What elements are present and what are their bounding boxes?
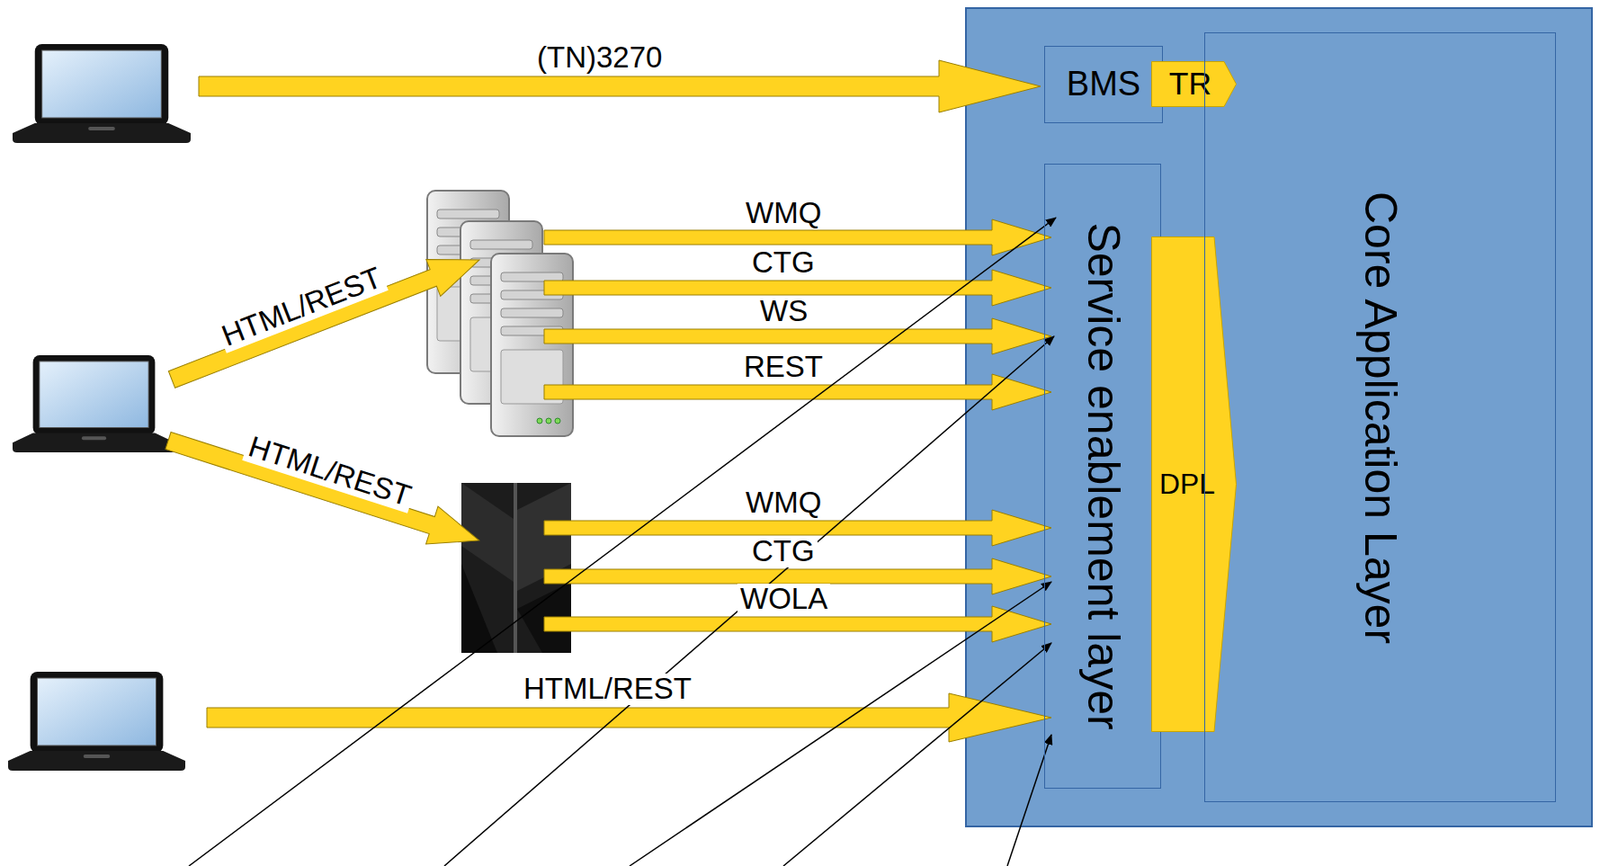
protocol-label: REST bbox=[741, 351, 826, 384]
label-holder: CTG bbox=[749, 536, 818, 568]
label-holder: HTML/REST bbox=[241, 429, 417, 513]
link-arrow: DPL bbox=[1151, 236, 1237, 733]
laptop-icon bbox=[12, 355, 176, 453]
mainframe-frame bbox=[461, 482, 514, 653]
protocol-label: HTML/REST bbox=[241, 429, 417, 513]
box-label: TR bbox=[1169, 66, 1212, 102]
status-led bbox=[536, 418, 543, 424]
flow-arrow bbox=[164, 241, 487, 398]
leader-line bbox=[783, 643, 1052, 866]
flow-arrows bbox=[161, 60, 1052, 742]
label-holder: HTML/REST bbox=[214, 260, 389, 354]
laptop-icon bbox=[8, 671, 186, 771]
leader-lines bbox=[188, 217, 1056, 866]
leader-line bbox=[444, 336, 1055, 866]
arrow-shape bbox=[1152, 237, 1237, 733]
label-holder: WOLA bbox=[737, 583, 831, 616]
protocol-label: HTML/REST bbox=[520, 673, 695, 706]
protocol-label: CTG bbox=[749, 536, 818, 568]
label-holder: WMQ bbox=[742, 487, 824, 519]
protocol-label: HTML/REST bbox=[214, 260, 388, 353]
protocol-label: WMQ bbox=[742, 197, 824, 230]
layer-title: Core Application Layer bbox=[1355, 190, 1405, 644]
leader-line bbox=[629, 581, 1052, 866]
status-led bbox=[554, 418, 561, 424]
label-holder: WS bbox=[757, 295, 811, 328]
arrow-shape bbox=[1152, 62, 1237, 108]
label-holder: HTML/REST bbox=[520, 673, 695, 706]
protocol-label: (TN)3270 bbox=[534, 42, 665, 74]
label-holder: (TN)3270 bbox=[534, 42, 665, 74]
label-holder: CTG bbox=[749, 247, 818, 279]
mainframe-gap bbox=[513, 482, 518, 653]
protocol-label: CTG bbox=[749, 247, 818, 279]
laptop-icon bbox=[12, 44, 191, 144]
label-holder: REST bbox=[741, 351, 826, 384]
box-label: BMS bbox=[1066, 65, 1141, 104]
status-led bbox=[545, 418, 552, 424]
label-holder: WMQ bbox=[742, 197, 824, 230]
screen-map-box: BMS bbox=[1044, 45, 1163, 124]
flow-arrow bbox=[161, 421, 485, 560]
transaction-arrow: TR bbox=[1151, 61, 1237, 108]
box-label: DPL bbox=[1159, 468, 1216, 501]
protocol-label: WOLA bbox=[737, 583, 831, 616]
layer-box: Service enablement layer bbox=[1044, 163, 1162, 789]
layer-title: Service enablement layer bbox=[1078, 222, 1128, 730]
system-panel bbox=[965, 8, 1592, 827]
layer-box: Core Application Layer bbox=[1204, 32, 1556, 803]
leader-line bbox=[188, 217, 1056, 866]
protocol-label: WMQ bbox=[742, 487, 824, 519]
protocol-label: WS bbox=[757, 295, 811, 328]
